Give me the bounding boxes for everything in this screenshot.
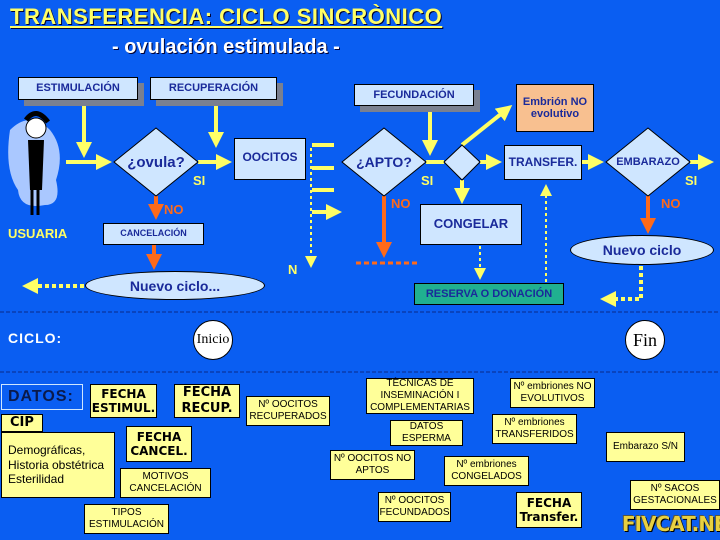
ovula-decision: ¿ovula? (127, 153, 185, 171)
title: TRANSFERENCIA: CICLO SINCRÒNICO (10, 4, 443, 29)
embriones-congelados: Nº embriones CONGELADOS (444, 456, 529, 486)
datos-label: DATOS: (1, 384, 83, 410)
no-label: NO (164, 202, 184, 217)
oocitos-no-aptos: Nº OOCITOS NO APTOS (330, 450, 415, 480)
motivos-cancelacion: MOTIVOS CANCELACIÓN (120, 468, 211, 498)
fecha-cancel: FECHA CANCEL. (126, 426, 192, 462)
oocitos-fecundados: Nº OOCITOS FECUNDADOS (378, 492, 451, 522)
usuaria-label: USUARIA (8, 226, 68, 241)
embrion-no-evolutivo-box: Embrión NO evolutivo (516, 84, 594, 132)
no-label: NO (391, 196, 411, 211)
cip-tab: CIP (1, 414, 43, 432)
subtitle: - ovulación estimulada - (112, 36, 340, 58)
recuperacion-box: RECUPERACIÓN (150, 77, 277, 100)
fecundacion-box: FECUNDACIÓN (354, 84, 474, 106)
tecnicas-inseminacion: TÈCNICAS DE INSEMINACIÓN I COMPLEMENTARI… (366, 378, 474, 414)
si-label: SI (685, 173, 698, 188)
embriones-no-evolutivos: Nº embriones NO EVOLUTIVOS (510, 378, 595, 408)
no-label: NO (661, 196, 681, 211)
n-label: N (288, 262, 298, 277)
fecha-recup: FECHA RECUP. (174, 384, 240, 418)
apto-decision: ¿APTO? (356, 154, 412, 170)
nuevo-ciclo-right: Nuevo ciclo (570, 235, 714, 265)
si-label: SI (421, 173, 434, 188)
user-figure-icon (8, 111, 60, 215)
tipos-estimulacion: TIPOS ESTIMULACIÓN (84, 504, 169, 534)
sacos-gestacionales: Nº SACOS GESTACIONALES (630, 480, 720, 510)
inicio-marker: Inicio (193, 320, 233, 360)
estimulacion-box: ESTIMULACIÓN (18, 77, 138, 100)
reserva-donacion-box: RESERVA O DONACIÓN (414, 283, 564, 305)
fecha-estimul: FECHA ESTIMUL. (90, 384, 157, 418)
datos-esperma: DATOS ESPERMA (390, 420, 463, 446)
cip-detail: Demográficas, Historia obstétrica Esteri… (1, 432, 115, 498)
embarazo-decision: EMBARAZO (616, 156, 680, 168)
cancelacion-box: CANCELACIÓN (103, 223, 204, 245)
embriones-transferidos: Nº embriones TRANSFERIDOS (492, 414, 577, 444)
si-label: SI (193, 173, 206, 188)
transfer-box: TRANSFER. (504, 145, 582, 180)
congelar-box: CONGELAR (420, 204, 522, 245)
embarazo-sn: Embarazo S/N (606, 432, 685, 462)
oocitos-recuperados: Nº OOCITOS RECUPERADOS (246, 396, 330, 426)
fivcat-logo: FIVCAT.NET (622, 512, 720, 536)
fin-marker: Fin (625, 320, 665, 360)
ciclo-label: CICLO: (8, 330, 63, 346)
oocitos-box: OOCITOS (234, 138, 306, 180)
fecha-transfer: FECHA Transfer. (516, 492, 582, 528)
nuevo-ciclo-left: Nuevo ciclo... (85, 271, 265, 300)
